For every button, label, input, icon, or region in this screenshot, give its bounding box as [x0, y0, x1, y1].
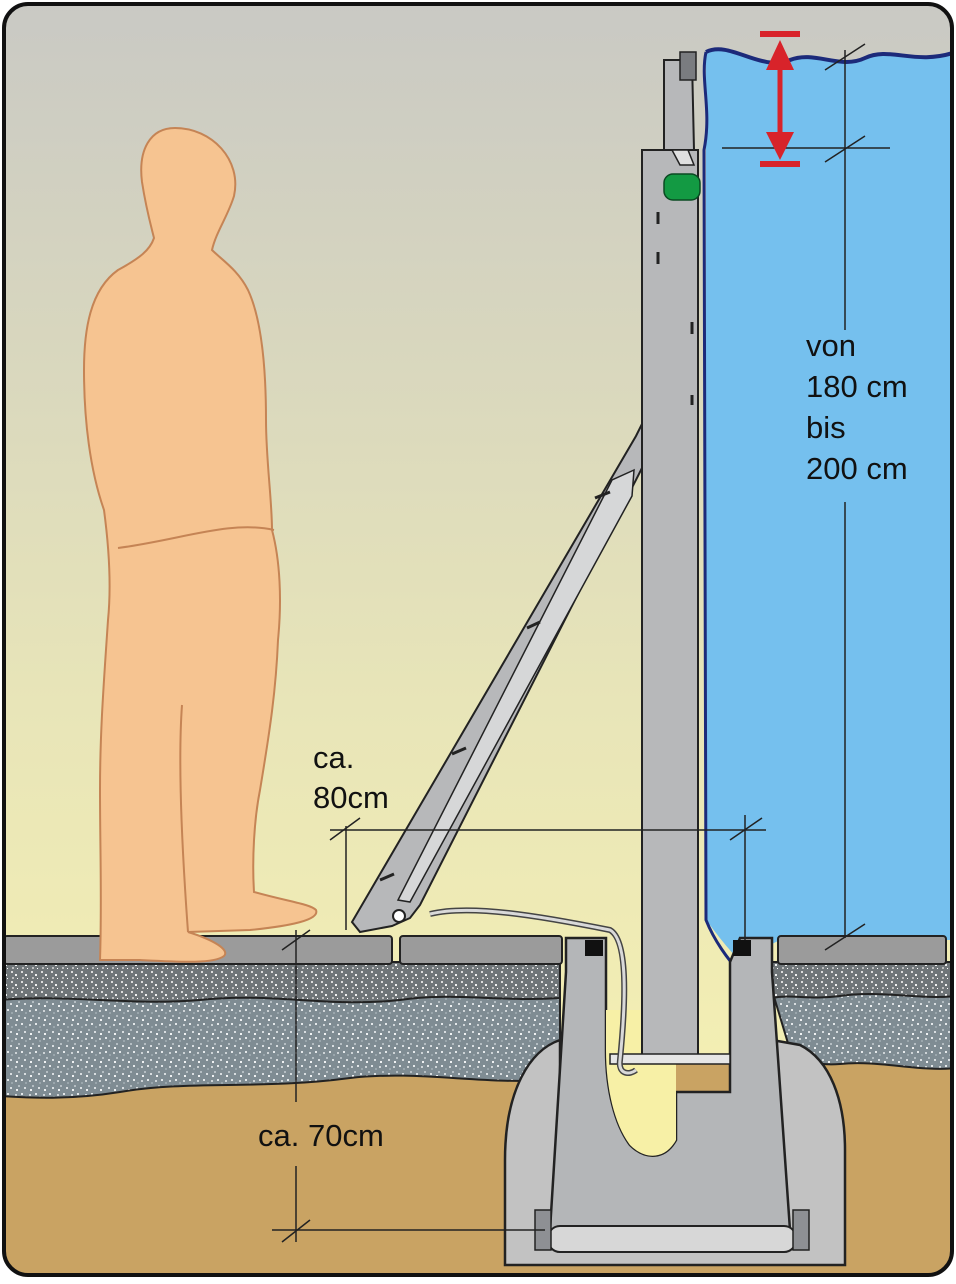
anchor-rod	[547, 1225, 797, 1253]
depth-label: ca. 70cm	[258, 1118, 384, 1153]
water-surface-line	[705, 47, 952, 65]
person-silhouette	[82, 126, 318, 963]
gravel-layer-left	[4, 989, 561, 1099]
handle-grip	[663, 173, 701, 201]
person-leg-line	[179, 704, 189, 933]
dimension-reach	[329, 815, 766, 940]
height-label-line2: 180 cm	[806, 369, 908, 404]
post-bracket	[670, 149, 696, 166]
reach-label-line2: 80cm	[313, 780, 389, 815]
person-detail-line	[117, 526, 275, 549]
post-foot-plate	[609, 1053, 731, 1065]
strut-rib-3	[451, 746, 467, 756]
anchor-bolt-right	[792, 1209, 810, 1251]
barrier-post-cap	[679, 51, 697, 81]
bedding-layer-left	[4, 961, 561, 1004]
paving-slab-3	[777, 935, 947, 965]
cable-inner	[429, 908, 637, 1075]
barrier-post	[641, 149, 699, 1063]
dimension-height	[722, 43, 890, 951]
reach-label-line1: ca.	[313, 740, 354, 775]
freeboard-arrow	[760, 31, 800, 167]
dimension-depth	[272, 929, 545, 1243]
seal-right	[733, 940, 751, 956]
height-label-line3: bis	[806, 410, 846, 445]
bedding-layer-right	[771, 961, 952, 1000]
support-strut-slot	[396, 468, 635, 903]
strut-rib-4	[379, 872, 395, 882]
paving-slab-2	[399, 935, 563, 965]
strut-rib-2	[526, 620, 541, 630]
height-label-line4: 200 cm	[806, 451, 908, 486]
water-edge-line	[702, 51, 742, 974]
strut-pivot	[392, 909, 406, 923]
seal-left	[585, 940, 603, 956]
strut-rib-1	[594, 490, 611, 500]
height-label-line1: von	[806, 328, 856, 363]
flood-water	[706, 49, 952, 960]
